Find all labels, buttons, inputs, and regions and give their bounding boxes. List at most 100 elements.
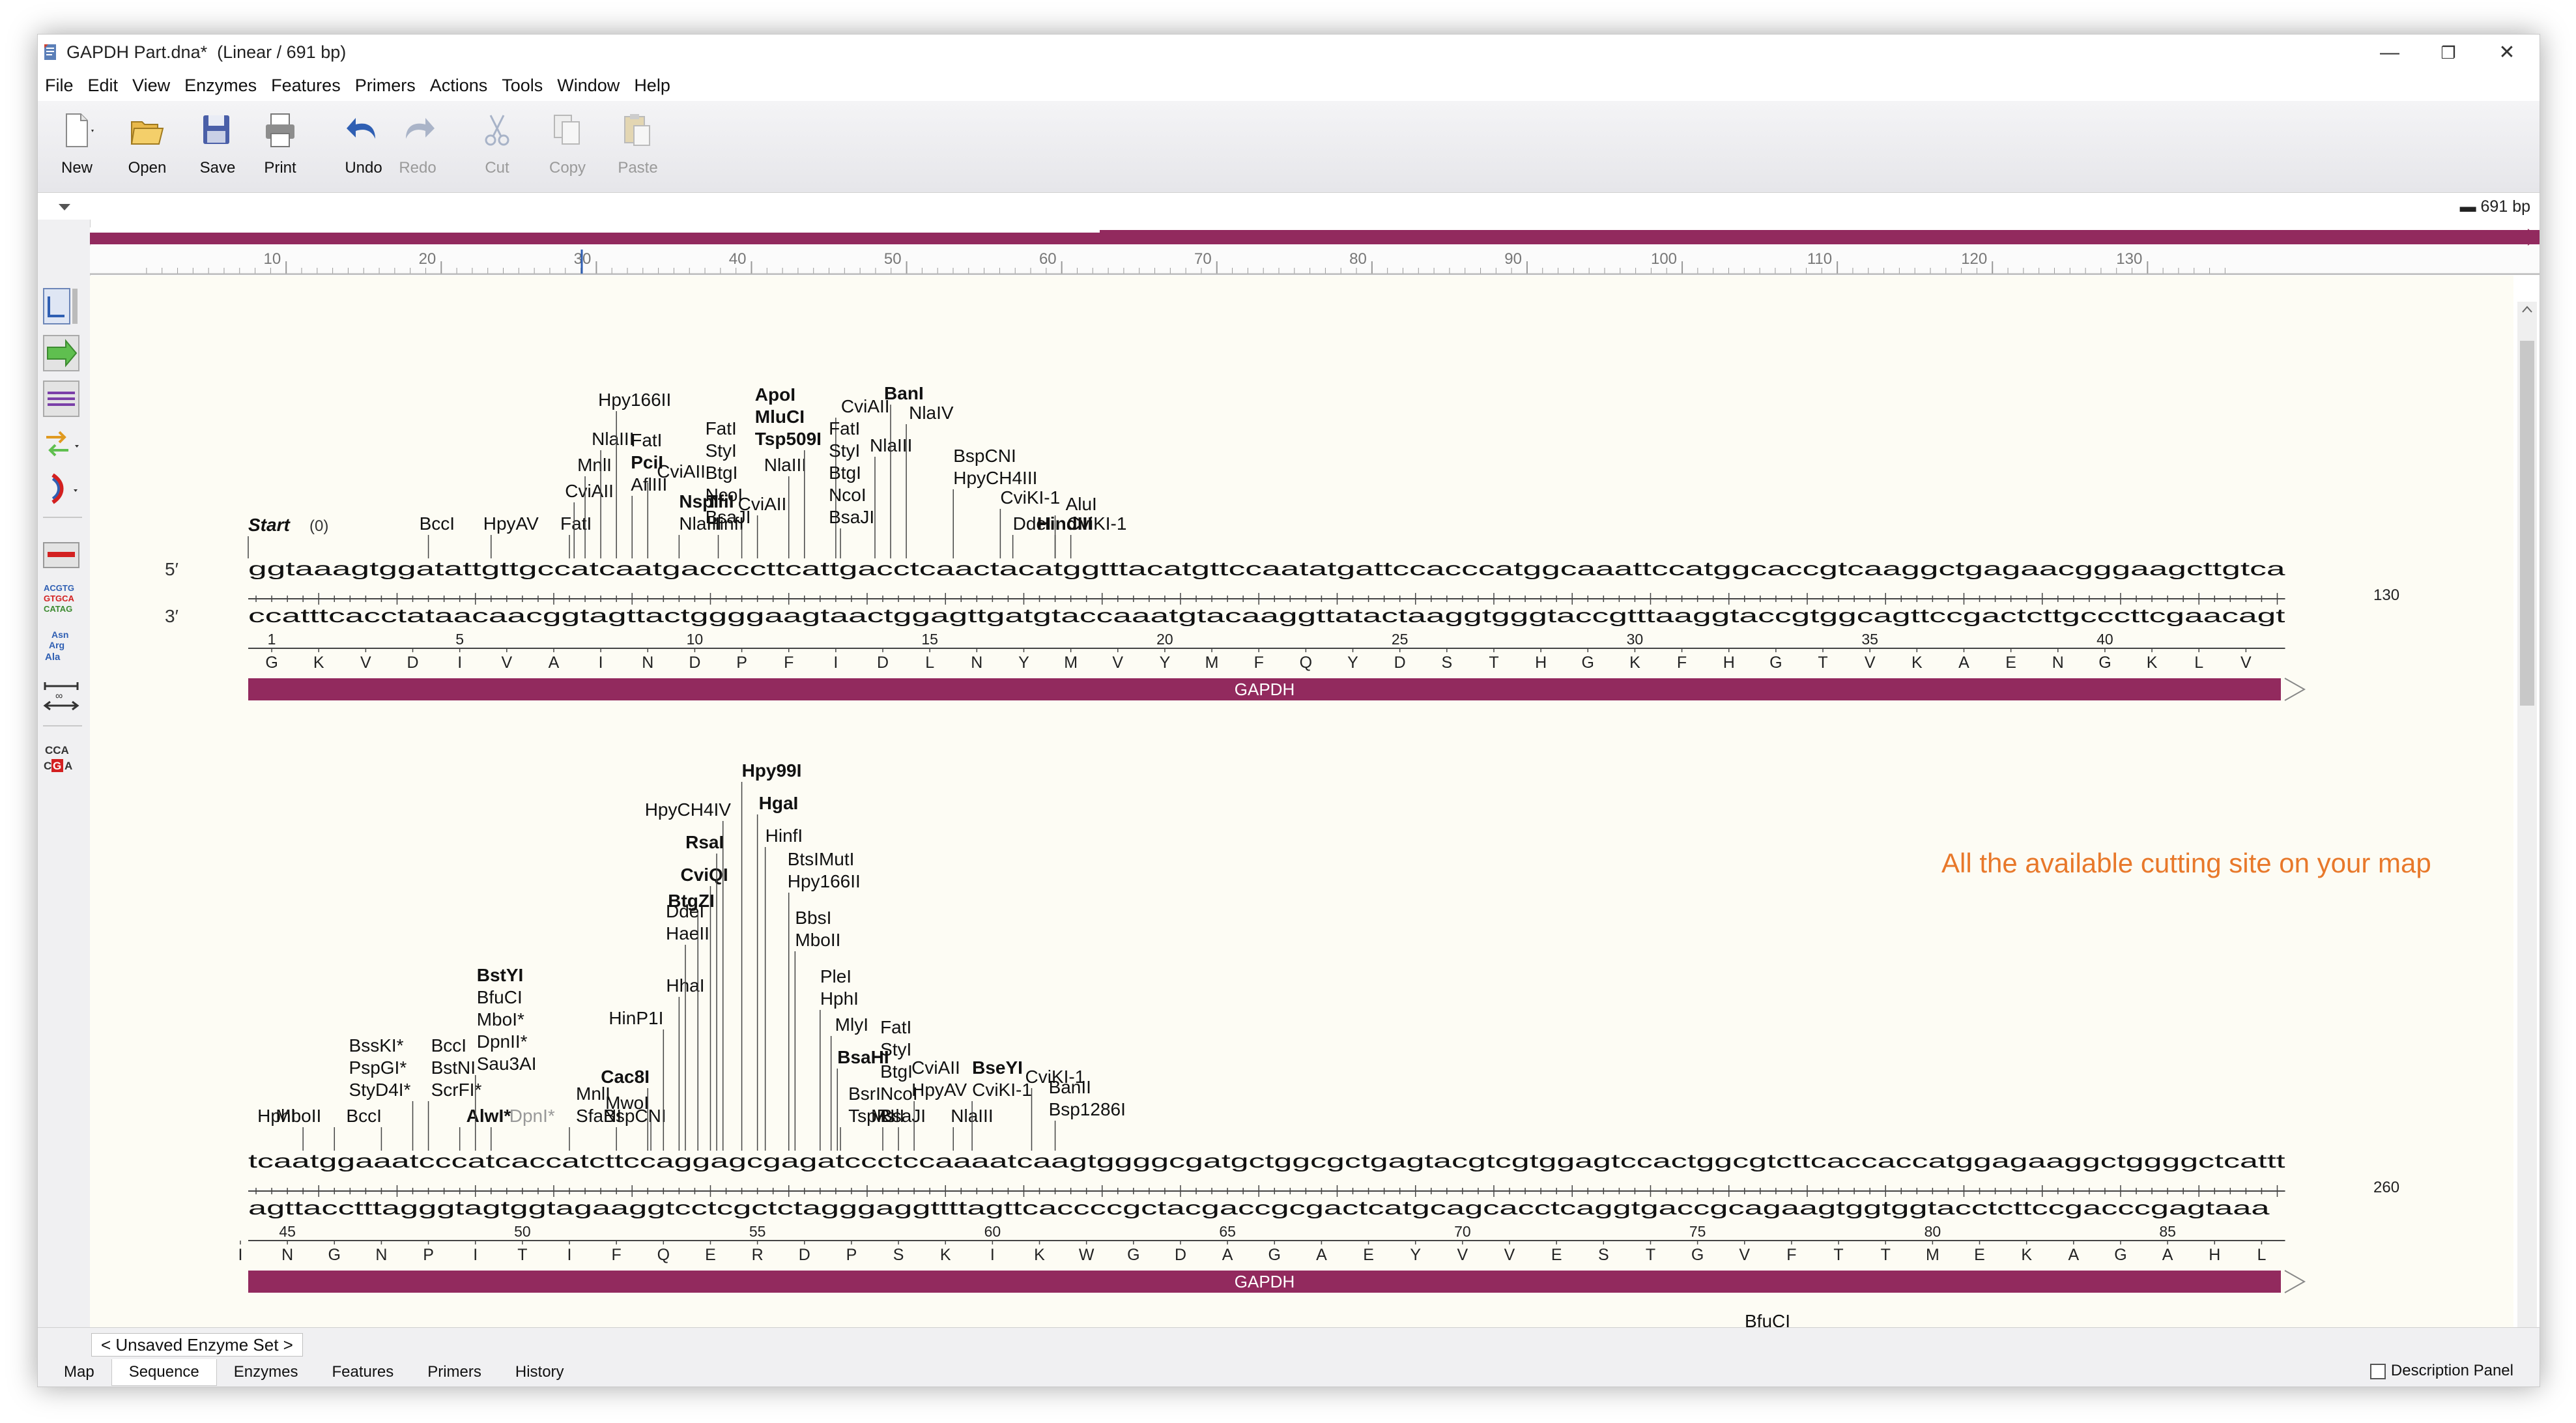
minimize-button[interactable]: — <box>2380 42 2399 63</box>
tab-features[interactable]: Features <box>332 1363 394 1381</box>
enzyme-label: BtsIMutI <box>788 849 855 869</box>
amino-acid: V <box>1739 1246 1750 1264</box>
tab-history[interactable]: History <box>515 1363 564 1381</box>
enzyme-label: CviAII <box>657 461 706 482</box>
amino-acid: P <box>423 1246 434 1264</box>
position-ruler[interactable]: 102030405060708090100110120130 <box>90 246 2540 275</box>
enzyme-label: HpyAV <box>911 1080 967 1100</box>
amino-acid: G <box>1769 654 1782 672</box>
menu-view[interactable]: View <box>132 76 171 95</box>
close-button[interactable]: ✕ <box>2498 42 2515 63</box>
scroll-up-icon[interactable] <box>2521 304 2533 313</box>
amino-acid: A <box>1222 1246 1233 1264</box>
aa-number: 1 <box>268 631 276 648</box>
new-button[interactable]: New <box>44 110 109 177</box>
restore-button[interactable]: ❐ <box>2440 43 2456 63</box>
save-button[interactable]: Save <box>185 110 250 177</box>
copy-icon <box>554 115 580 145</box>
aa-number: 60 <box>984 1223 1001 1240</box>
enzyme-label: MluCI <box>755 407 805 427</box>
amino-acid: P <box>846 1246 857 1264</box>
undo-button[interactable]: Undo <box>331 110 396 177</box>
enzyme-label: BtgI <box>706 463 738 483</box>
amino-acid: I <box>457 654 462 672</box>
amino-acid: E <box>705 1246 716 1264</box>
menu-features[interactable]: Features <box>271 76 341 95</box>
amino-acid: E <box>2005 654 2016 672</box>
menu-window[interactable]: Window <box>557 76 620 95</box>
new-label: New <box>61 159 93 177</box>
menu-file[interactable]: File <box>45 76 74 95</box>
overview-map-bar[interactable] <box>90 230 2540 244</box>
show-enzymes-icon[interactable] <box>42 287 80 325</box>
description-panel-toggle[interactable]: Description Panel <box>2369 1362 2513 1380</box>
overview-visible-window[interactable] <box>90 227 1100 233</box>
aa-number: 35 <box>1861 631 1878 648</box>
feature-bar <box>248 678 2281 700</box>
enzyme-label: BseYI <box>972 1057 1023 1078</box>
enzyme-label: DdeI <box>1013 513 1052 534</box>
amino-acid: F <box>1677 654 1687 672</box>
menu-actions[interactable]: Actions <box>429 76 488 95</box>
enzyme-label: HpyCH4IV <box>645 799 732 820</box>
paste-button[interactable]: Paste <box>605 110 670 177</box>
menu-primers[interactable]: Primers <box>354 76 416 95</box>
scissors-icon <box>485 115 509 146</box>
enzyme-label: HindIII <box>1037 513 1093 534</box>
tab-primers[interactable]: Primers <box>427 1363 481 1381</box>
menu-tools[interactable]: Tools <box>502 76 543 95</box>
title-bar: GAPDH Part.dna* (Linear / 691 bp) — ❐ ✕ <box>38 35 2540 71</box>
open-button[interactable]: Open <box>115 110 180 177</box>
amino-acid: V <box>1504 1246 1515 1264</box>
sequence-view[interactable]: 5′3′ggtaaagtggatattgttgccatcaatgaccccttc… <box>90 276 2513 1327</box>
enzyme-label: BccI <box>420 513 455 534</box>
amino-acid: M <box>1926 1246 1939 1264</box>
enzyme-label: BanII <box>1049 1077 1091 1097</box>
vertical-scrollbar[interactable] <box>2517 302 2537 1331</box>
cut-button[interactable]: Cut <box>465 110 530 177</box>
redo-button[interactable]: Redo <box>385 110 450 177</box>
amino-acid: D <box>689 654 700 672</box>
copy-button[interactable]: Copy <box>535 110 600 177</box>
tab-map[interactable]: Map <box>64 1363 94 1381</box>
enzyme-set-selector[interactable]: < Unsaved Enzyme Set > <box>91 1333 303 1357</box>
start-label: Start <box>248 515 291 535</box>
description-panel-checkbox[interactable] <box>2369 1363 2386 1379</box>
toolbar: New Open Save Print Undo Redo Cut Copy <box>38 101 2540 193</box>
orf-bracket-icon[interactable] <box>42 470 80 508</box>
length-value: 691 bp <box>2480 197 2530 216</box>
amino-acid: L <box>2257 1246 2266 1264</box>
amino-acid: A <box>1958 654 1969 672</box>
menu-edit[interactable]: Edit <box>87 76 119 95</box>
enzyme-label: Bsp1286I <box>1049 1099 1126 1119</box>
length-bar: ▬ 691 bp <box>38 194 2540 220</box>
feature-label: GAPDH <box>1235 680 1295 699</box>
enzyme-label: SfaNI <box>576 1106 622 1126</box>
ruler-label: 120 <box>1961 250 1987 268</box>
amino-acid: T <box>517 1246 527 1264</box>
print-button[interactable]: Print <box>248 110 313 177</box>
enzyme-label: BstNI <box>431 1057 476 1078</box>
show-translation-bar-icon[interactable] <box>42 536 80 574</box>
enzyme-label: ApoI <box>755 384 795 405</box>
amino-acid: K <box>1629 654 1640 672</box>
feature-arrow-icon <box>2284 678 2306 701</box>
tab-enzymes[interactable]: Enzymes <box>233 1363 298 1381</box>
show-primers-icon[interactable] <box>42 380 80 418</box>
show-features-icon[interactable] <box>42 334 80 372</box>
menu-help[interactable]: Help <box>634 76 670 95</box>
scrollbar-thumb[interactable] <box>2520 341 2534 706</box>
collapse-arrow-icon[interactable] <box>57 203 72 212</box>
amino-acid: W <box>1079 1246 1095 1264</box>
swap-strands-icon[interactable] <box>42 425 80 463</box>
show-ruler-icon[interactable]: ∞ <box>42 676 80 713</box>
enzyme-label: CviAII <box>565 481 614 501</box>
tab-sequence[interactable]: Sequence <box>111 1359 217 1386</box>
amino-acid: T <box>1489 654 1498 672</box>
enzyme-label: BspCNI <box>953 446 1016 466</box>
menu-enzymes[interactable]: Enzymes <box>184 76 257 95</box>
